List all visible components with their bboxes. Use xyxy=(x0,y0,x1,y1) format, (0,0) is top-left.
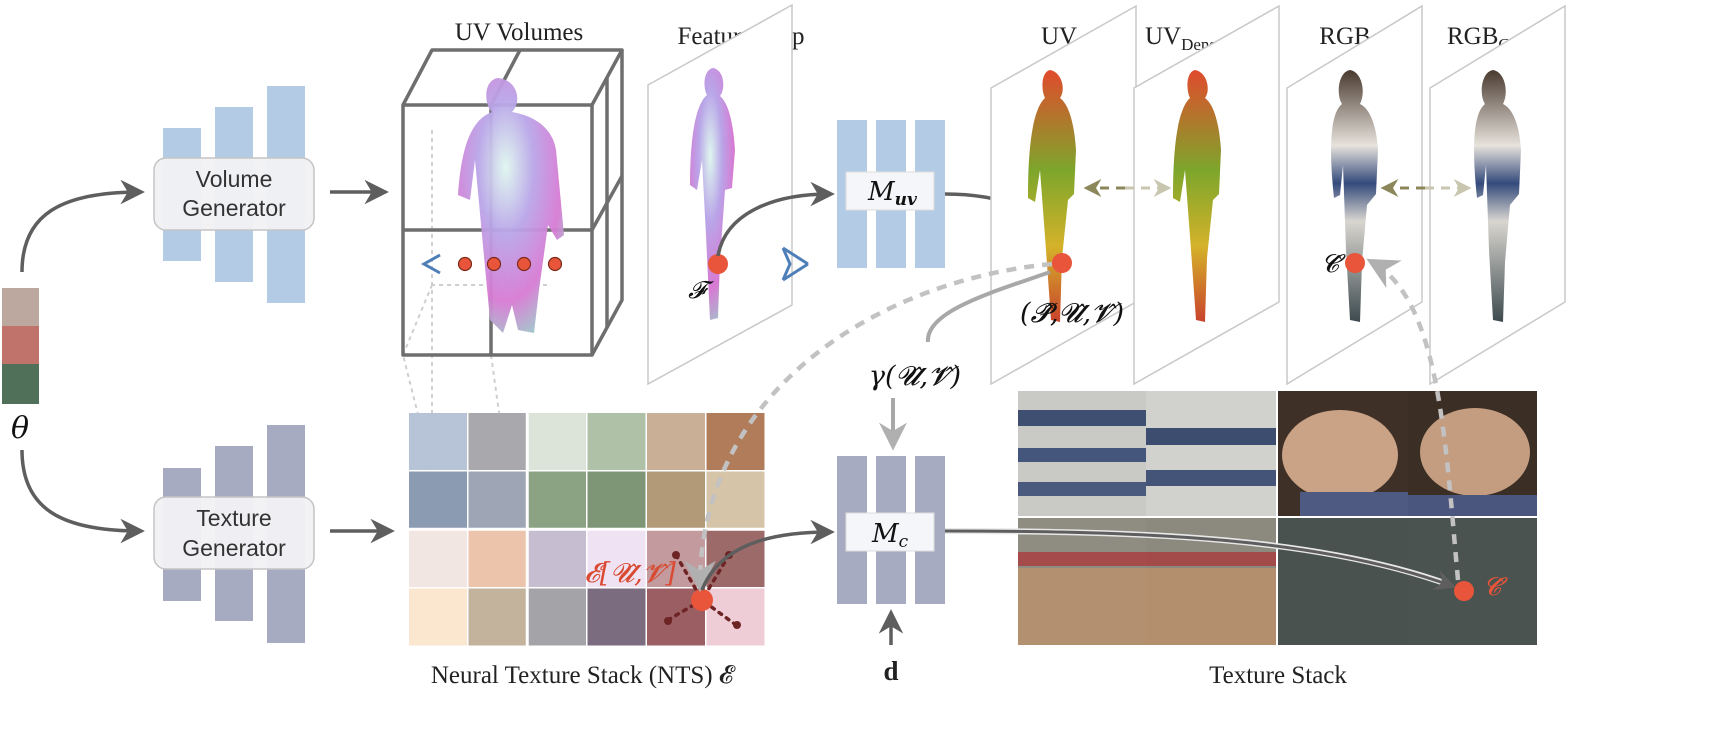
theta-swatches xyxy=(2,288,39,404)
texture-stack-cell-face-2 xyxy=(1408,391,1537,517)
texture-stack xyxy=(1018,391,1537,645)
rgb-human-figure xyxy=(1331,70,1378,322)
m-c-box xyxy=(845,512,935,552)
arrow-texture-to-rgb-dashed xyxy=(1366,258,1461,581)
theta-swatch-top xyxy=(2,288,39,326)
texture-generator-box xyxy=(153,496,315,570)
nts-cell xyxy=(706,413,765,470)
view-direction-label: d xyxy=(883,656,898,686)
texture-stack-cell-legs-3 xyxy=(1277,517,1408,645)
nts-corner-point xyxy=(733,621,741,629)
volume-generator-label-line1: Volume xyxy=(196,166,273,192)
nts-cell xyxy=(528,530,586,587)
uv-volumes-title: UV Volumes xyxy=(455,19,584,46)
nts-lookup-point xyxy=(691,589,713,611)
feature-map-human-figure xyxy=(690,68,735,320)
volume-generator-label-line2: Generator xyxy=(182,195,286,221)
arrow-theta-to-texture-generator xyxy=(20,449,145,544)
nts-cell xyxy=(468,471,527,529)
nts-cell xyxy=(647,413,705,470)
nts-cell xyxy=(528,471,586,529)
nts-cell xyxy=(647,471,705,529)
nts-cell xyxy=(587,413,646,470)
nts-cell xyxy=(468,588,527,646)
nts-cell xyxy=(528,588,586,646)
arrow-mc-to-texture-point-line xyxy=(944,529,1456,591)
nts-cell xyxy=(468,530,527,587)
nts-cell xyxy=(587,530,646,587)
arrow-uv-to-gamma xyxy=(925,270,1051,343)
nts-cell xyxy=(409,530,467,587)
theta-swatch-bottom xyxy=(2,364,39,404)
sample-point xyxy=(457,256,473,272)
texture-stack-cell-legs-4 xyxy=(1408,517,1537,645)
m-uv-network: Muv xyxy=(837,120,945,268)
nts-lookup-label: 𝓔[𝓤̂,𝓥̂] xyxy=(584,558,676,589)
m-uv-box xyxy=(845,171,935,211)
nts-cell xyxy=(587,588,646,646)
puv-tuple-label: (𝓟̂,𝓤̂,𝓥̂) xyxy=(1020,298,1124,329)
nts-cell xyxy=(468,413,527,470)
rgb-gt-human-figure xyxy=(1474,70,1521,322)
camera-icon xyxy=(781,246,809,282)
m-uv-label: Muv xyxy=(867,177,918,210)
volume-generator: Volume Generator xyxy=(153,86,315,303)
texture-color-point xyxy=(1454,581,1474,601)
uv-sample-point xyxy=(1052,253,1072,273)
neural-texture-stack-grid xyxy=(409,413,766,647)
theta-swatch-middle xyxy=(2,326,39,364)
texture-stack-cell-torso-2 xyxy=(1146,391,1277,517)
nts-cell xyxy=(706,471,765,529)
nts-cell xyxy=(409,471,467,529)
texture-generator-label-line1: Texture xyxy=(196,505,271,531)
texture-stack-cell-face-1 xyxy=(1277,391,1408,517)
texture-stack-cell-legs-1 xyxy=(1018,517,1146,645)
uv-densepose-human-figure xyxy=(1173,70,1221,322)
nts-corner-point xyxy=(672,551,680,559)
volume-generator-box xyxy=(153,157,315,231)
nts-caption: Neural Texture Stack (NTS) 𝓔 xyxy=(431,662,736,689)
arrow-theta-to-volume-generator xyxy=(20,179,145,273)
uv-volumes-cube xyxy=(401,48,624,471)
arrow-uv-to-nts-dashed xyxy=(684,261,1053,593)
m-c-network: Mc xyxy=(837,456,945,604)
sample-point xyxy=(547,256,563,272)
arrow-feature-to-muv xyxy=(716,181,835,257)
m-c-label: Mc xyxy=(871,519,909,552)
nts-cell xyxy=(409,588,467,646)
nts-cell xyxy=(587,471,646,529)
sample-point xyxy=(516,256,532,272)
nts-cell xyxy=(409,413,467,470)
uv-human-figure xyxy=(1028,70,1076,322)
sample-point xyxy=(486,256,502,272)
feature-point xyxy=(708,254,728,274)
texture-generator: Texture Generator xyxy=(153,425,315,643)
rgb-color-point xyxy=(1345,253,1365,273)
uv-volumes-human-figure xyxy=(458,78,564,333)
nts-corner-point xyxy=(664,617,672,625)
theta-label: θ xyxy=(11,411,29,446)
camera-ray xyxy=(420,246,809,282)
arrow-nts-to-mc xyxy=(700,519,835,591)
texture-stack-cell-torso-1 xyxy=(1018,391,1146,517)
nts-cell xyxy=(528,413,586,470)
gamma-label: γ(𝓤̂,𝓥̂) xyxy=(869,361,961,392)
nts-cell xyxy=(706,588,765,646)
texture-stack-caption: Texture Stack xyxy=(1209,662,1347,689)
texture-generator-label-line2: Generator xyxy=(182,535,286,561)
